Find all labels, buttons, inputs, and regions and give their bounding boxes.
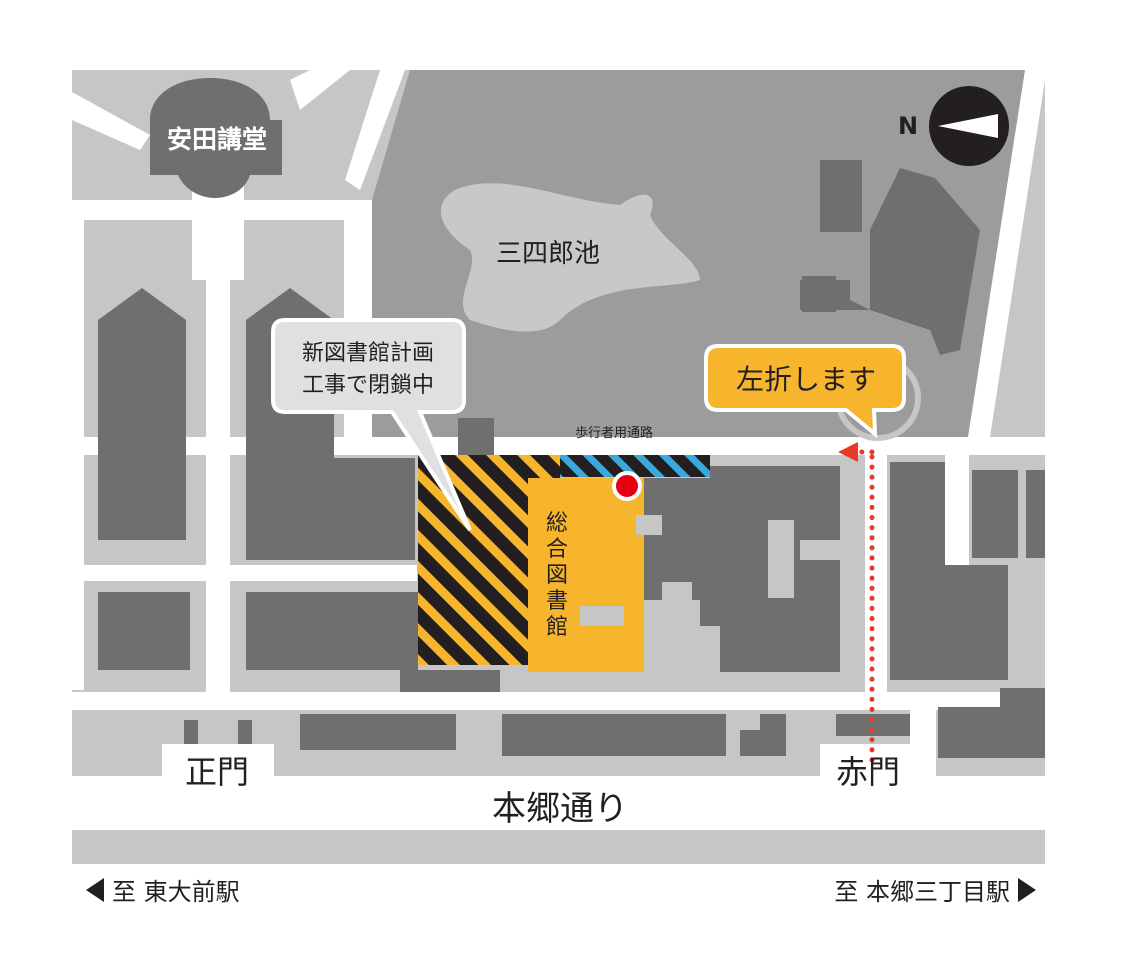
triangle-left-icon [86,877,104,902]
label-red-gate: 赤門 [836,753,900,791]
location-pin-icon [612,471,642,501]
buildings-east-of-library [636,466,840,672]
compass: N [898,86,1009,166]
footer-to-hongo-sanchome-text: 至 本郷三丁目駅 [834,878,1010,906]
north-label: N [898,112,918,140]
closed-callout: 新図書館計画 工事で閉鎖中 [271,318,472,532]
footer-to-todaimae-text: 至 東大前駅 [112,878,240,906]
walking-route [838,442,875,763]
footer-to-hongo-sanchome: 至 本郷三丁目駅 [834,872,1036,907]
turn-left-callout: 左折します [704,344,906,439]
right-upper-buildings [800,160,980,355]
north-arrow-needle [938,114,998,138]
arrow-left-icon [838,442,858,462]
street-buildings [300,714,910,756]
label-main-gate: 正門 [185,753,249,791]
small-building [458,418,494,458]
general-library [528,478,644,672]
library-char-3: 図 [546,563,568,588]
yasuda-auditorium: 安田講堂 [150,78,282,198]
footer-to-todaimae: 至 東大前駅 [86,872,240,907]
label-hongo-street: 本郷通り [492,789,628,829]
library-label: 総 合 図 書 館 [546,511,568,640]
library-char-2: 合 [546,537,568,562]
closed-callout-line1: 新図書館計画 [302,341,434,366]
main-gate-posts [184,720,252,744]
turn-left-text: 左折します [736,363,876,396]
library-char-5: 館 [546,615,568,640]
triangle-right-icon [1018,877,1036,902]
label-yasuda-auditorium: 安田講堂 [167,125,267,154]
buildings-east [890,462,1045,758]
pedestrian-walkway [560,455,710,477]
map-bottom-border [72,830,1045,864]
label-sanshiro-pond: 三四郎池 [496,239,600,269]
label-walkway: 歩行者用通路 [575,425,653,441]
library-char-1: 総 [546,511,568,536]
closed-callout-line2: 工事で閉鎖中 [302,373,434,398]
library-char-4: 書 [546,589,568,614]
sanshiro-pond [440,183,700,332]
